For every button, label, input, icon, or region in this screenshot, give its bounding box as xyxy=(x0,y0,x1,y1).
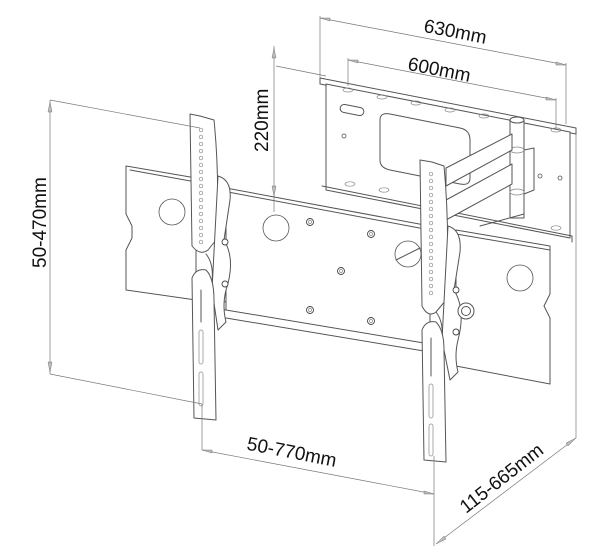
tv-plate-center xyxy=(195,187,431,353)
tv-plate-left xyxy=(125,165,197,301)
label-115-665mm: 115-665mm xyxy=(456,440,548,518)
label-50-770mm: 50-770mm xyxy=(245,434,338,472)
dimension-50-770mm: 50-770mm xyxy=(201,404,435,496)
vertical-bracket-right xyxy=(419,159,475,463)
dimension-50-470mm: 50-470mm xyxy=(30,99,203,405)
tilt-knob xyxy=(457,302,475,320)
label-600mm: 600mm xyxy=(406,54,472,87)
label-220mm: 220mm xyxy=(252,89,273,152)
label-50-470mm: 50-470mm xyxy=(30,177,51,268)
dimension-220mm: 220mm xyxy=(252,46,327,212)
articulating-arm xyxy=(445,116,535,227)
vertical-bracket-left xyxy=(189,113,231,421)
